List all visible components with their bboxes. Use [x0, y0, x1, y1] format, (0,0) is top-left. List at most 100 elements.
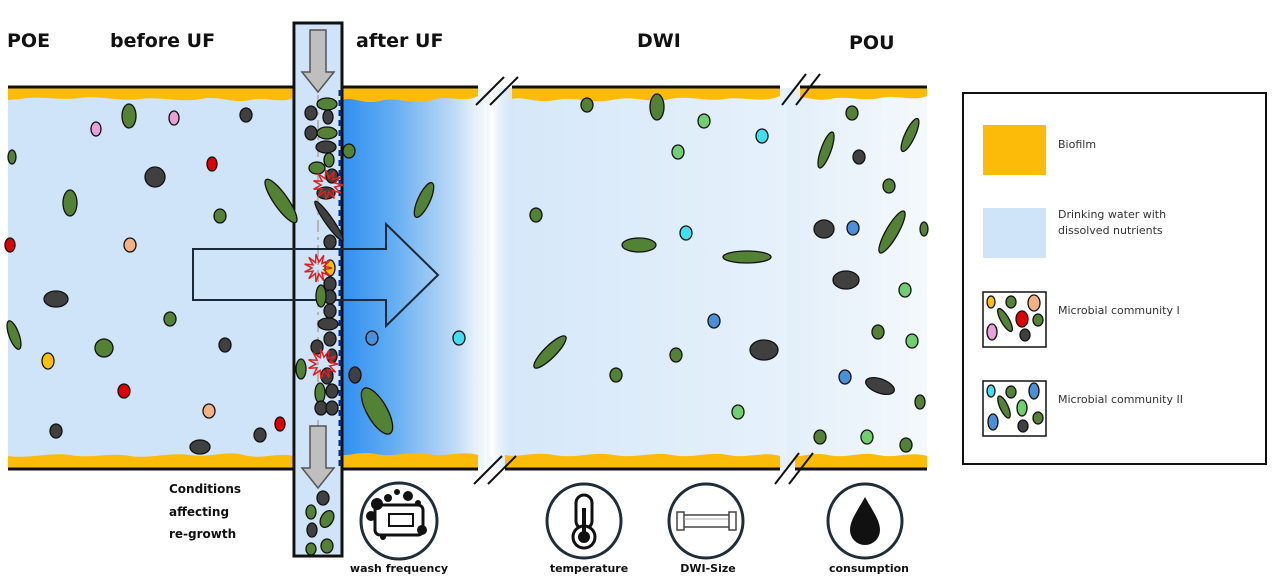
legend-swatch-water: [983, 208, 1046, 258]
green-cell: [1032, 313, 1044, 327]
light-green-cell: [671, 144, 685, 160]
uf-module-frame: [292, 21, 344, 558]
red-cell: [117, 383, 131, 399]
header-poe: POE: [7, 30, 50, 52]
pipe-icon: [667, 482, 745, 560]
legend-cells: [986, 294, 1044, 433]
lysis-burst: [308, 348, 339, 380]
dark-cell: [317, 317, 339, 331]
light-green-cell: [731, 404, 745, 420]
legend: Biofilm Drinking water with dissolved nu…: [962, 92, 1267, 465]
cyan-cell: [452, 330, 466, 346]
blue-cell: [838, 369, 852, 385]
green-cell: [360, 387, 394, 435]
green-cell: [316, 126, 338, 140]
blue-cell: [1028, 382, 1040, 400]
light-green-cell: [1016, 399, 1028, 417]
biofilm-top-left: [8, 88, 294, 102]
green-cell: [7, 149, 17, 165]
yellow-cell: [41, 352, 55, 370]
biofilm-top-mid: [342, 88, 478, 103]
biofilm-bottom-dwi: [505, 453, 780, 468]
dark-cell: [323, 303, 337, 319]
green-cell: [997, 395, 1011, 419]
biofilm-bottom-pou: [795, 453, 927, 468]
dark-cell: [1019, 328, 1031, 342]
blue-cell: [365, 330, 379, 346]
legend-label-water-line-2: dissolved nutrients: [1058, 224, 1163, 237]
biofilm-top-dwi: [512, 88, 780, 102]
header-after-uf: after UF: [356, 30, 443, 52]
dark-cell: [322, 109, 334, 125]
pink-cell: [986, 323, 998, 341]
pipe-break-gap: [470, 88, 514, 468]
green-cell: [1005, 295, 1017, 309]
dark-cell: [316, 490, 330, 506]
uf-outflow-arrow: [300, 425, 336, 490]
pipe-water: [8, 88, 927, 468]
green-cell: [722, 250, 772, 264]
dark-cell: [348, 366, 362, 384]
green-cell: [580, 97, 594, 113]
green-cell: [813, 429, 827, 445]
red-cell: [1015, 310, 1029, 328]
green-cell: [609, 367, 623, 383]
legend-swatch-biofilm: [983, 125, 1046, 175]
biofilm-bottom-left: [8, 453, 294, 468]
green-cell: [316, 97, 338, 111]
uf-inflow-arrow: [300, 29, 336, 94]
blue-cell: [987, 413, 999, 431]
dark-cell: [813, 219, 835, 239]
light-green-cell: [860, 429, 874, 445]
cyan-cell: [679, 225, 693, 241]
legend-label-water-line-1: Drinking water with: [1058, 208, 1166, 221]
green-cell: [121, 103, 137, 129]
salmon-cell: [123, 237, 137, 253]
green-cell: [6, 320, 22, 350]
green-cell: [163, 311, 177, 327]
green-cell: [305, 542, 317, 556]
wash-frequency-icon: [359, 481, 439, 561]
water-after-uf: [342, 88, 487, 468]
green-cell: [1005, 385, 1017, 399]
dark-cell: [49, 423, 63, 439]
legend-label-biofilm: Biofilm: [1058, 138, 1096, 151]
dark-cell: [239, 107, 253, 123]
dark-cell: [189, 439, 211, 455]
cyan-cell: [986, 384, 996, 398]
green-cell: [1032, 411, 1044, 425]
dark-cell: [852, 149, 866, 165]
green-cell: [649, 93, 665, 121]
dark-cell: [304, 105, 318, 121]
cyan-cell: [755, 128, 769, 144]
green-cell: [308, 161, 326, 175]
conditions-line-1: Conditions: [169, 482, 241, 496]
green-cell: [845, 105, 859, 121]
dark-cell: [323, 234, 337, 250]
caption-consumption: consumption: [829, 562, 909, 575]
pipe-break-marks: [473, 73, 821, 485]
legend-label-community-1: Microbial community I: [1058, 304, 1180, 317]
caption-temperature: temperature: [550, 562, 628, 575]
pink-cell: [90, 121, 102, 137]
dark-cell: [304, 125, 318, 141]
green-cell: [871, 324, 885, 340]
green-cell: [94, 338, 114, 358]
dark-cell: [323, 276, 337, 292]
blue-cell: [846, 220, 860, 236]
green-cell: [323, 152, 335, 168]
green-cell: [315, 284, 327, 308]
pink-cell: [168, 110, 180, 126]
conditions-line-2: affecting: [169, 505, 229, 519]
dark-cell: [315, 140, 337, 154]
green-cell: [919, 221, 929, 237]
dark-cell: [325, 383, 339, 399]
green-cell: [878, 210, 906, 254]
salmon-cell: [202, 403, 216, 419]
yellow-cell: [986, 295, 996, 309]
green-cell: [914, 394, 926, 410]
green-cell: [319, 509, 335, 529]
green-cell: [295, 358, 307, 380]
blue-cell: [707, 313, 721, 329]
salmon-cell: [1027, 294, 1041, 312]
